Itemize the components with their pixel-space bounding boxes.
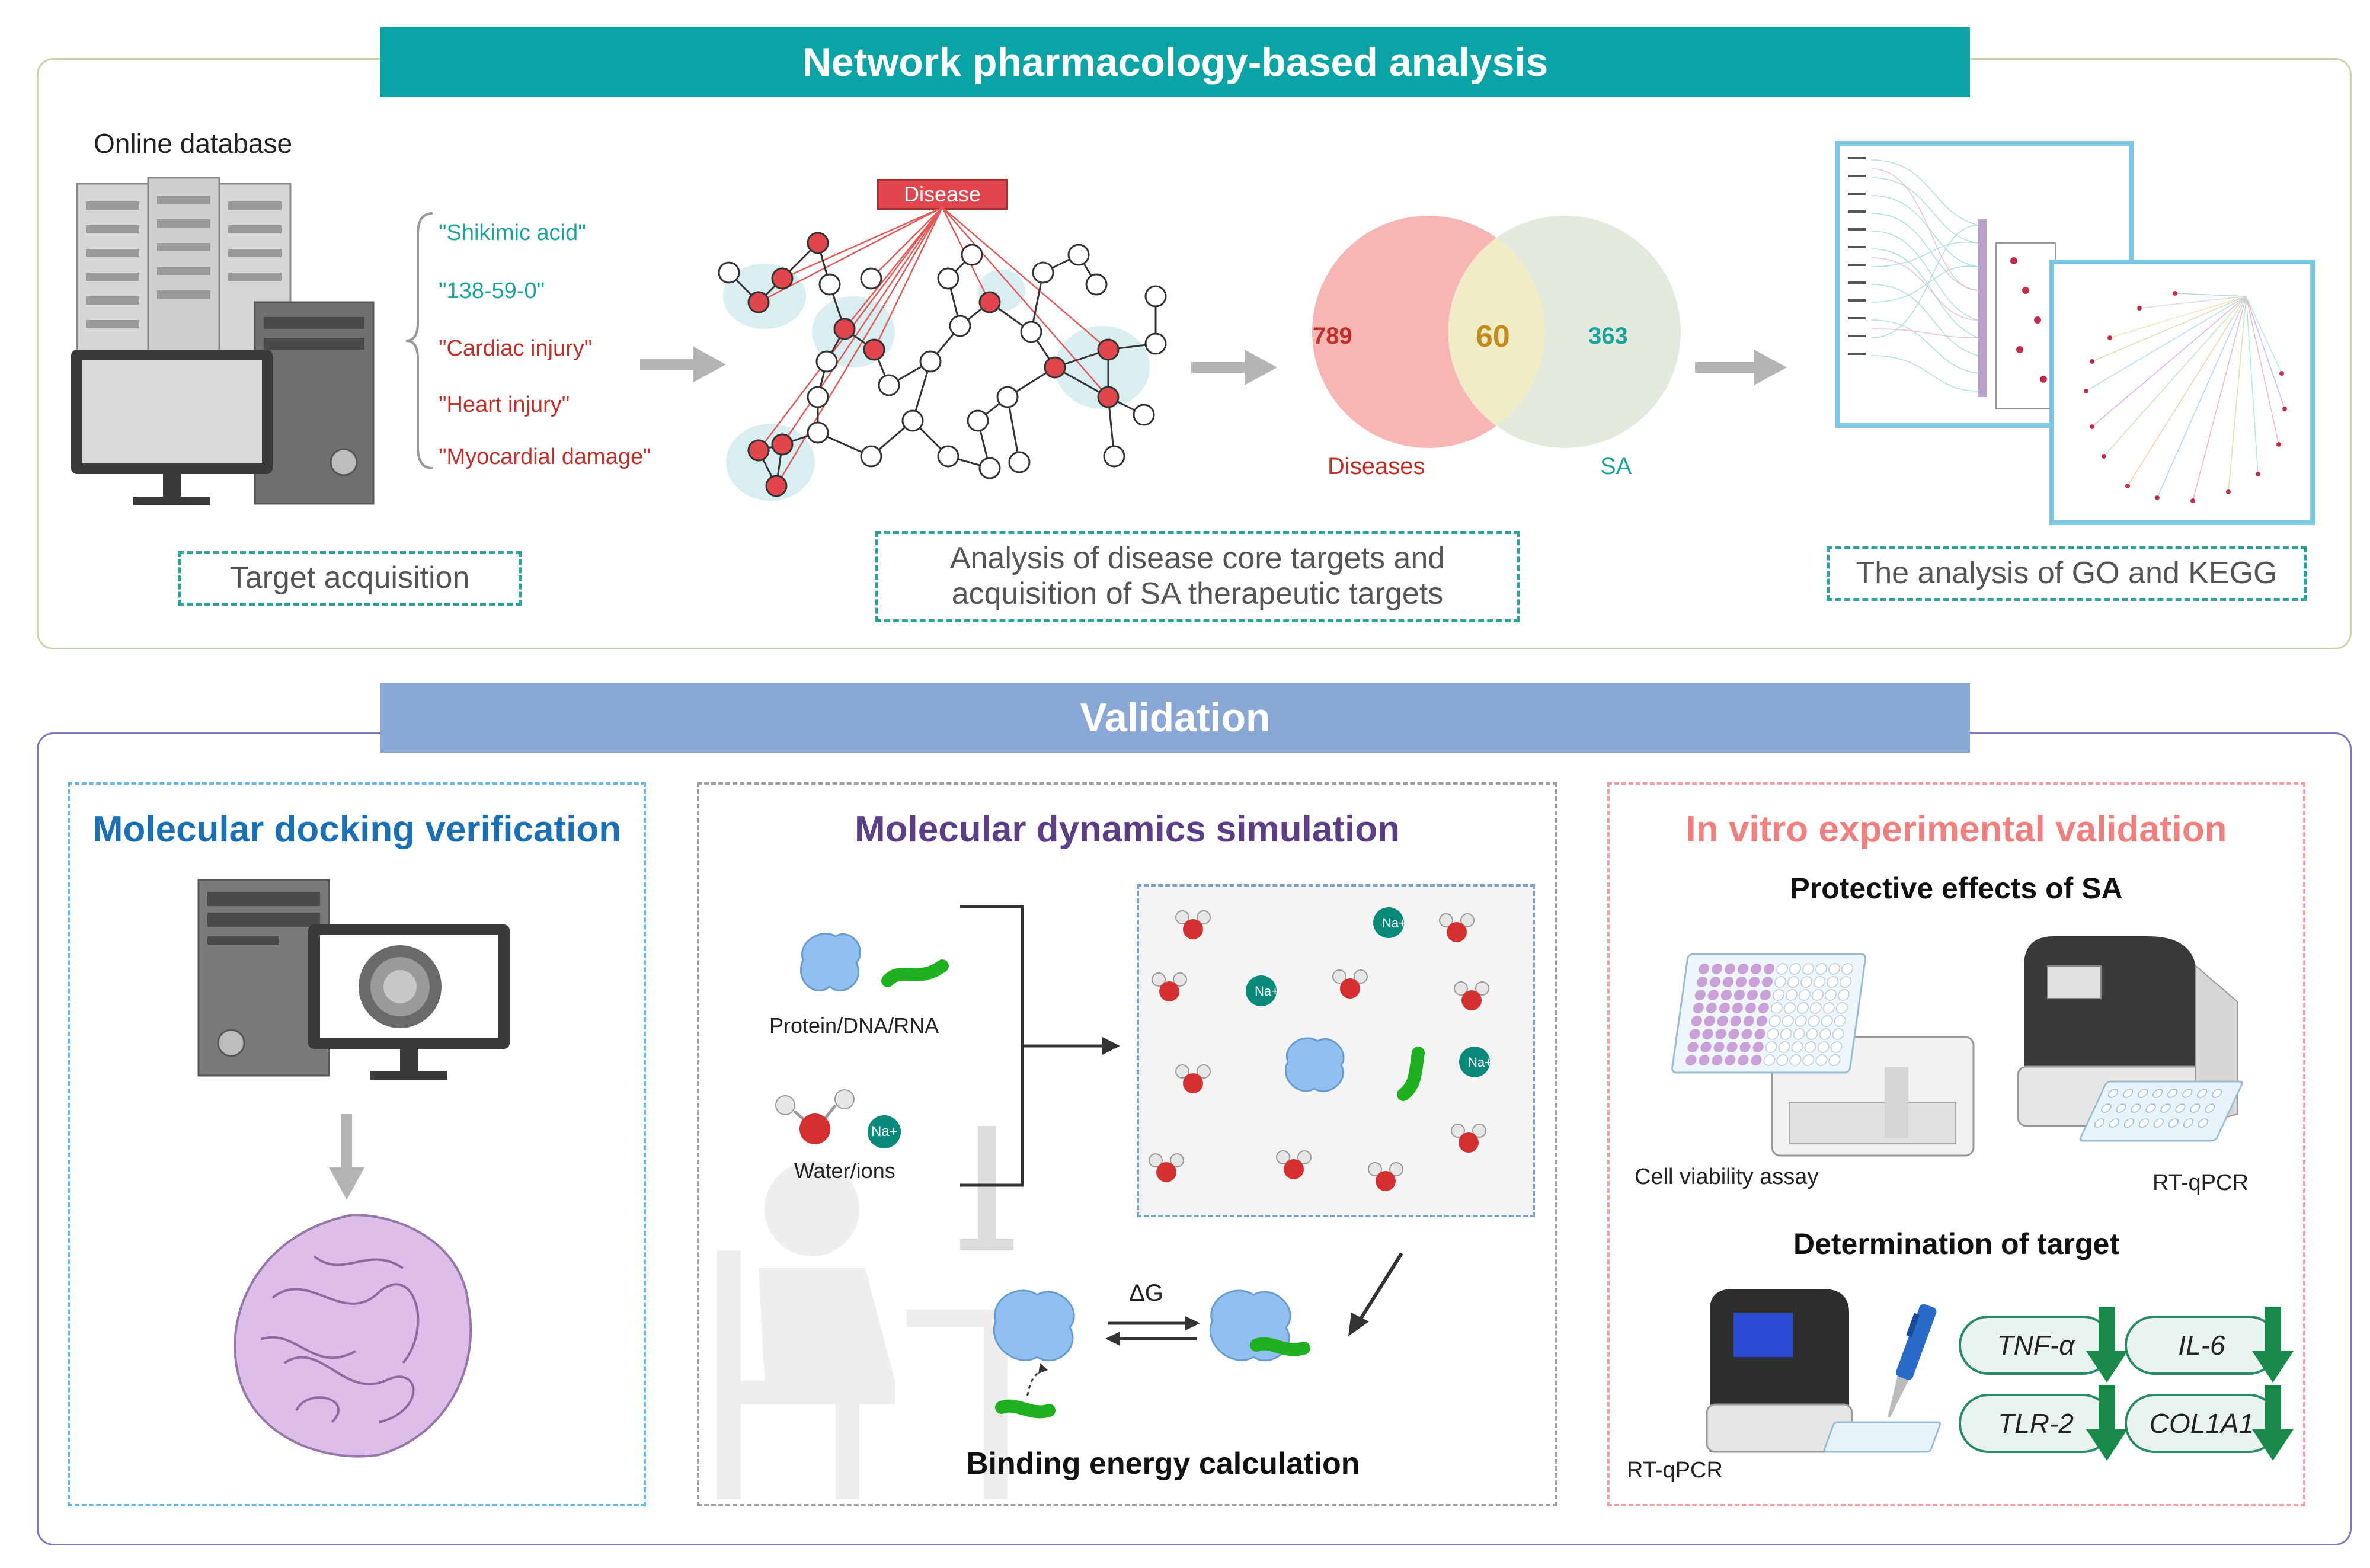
gene-badge-col1a1: COL1A1 bbox=[2125, 1394, 2279, 1453]
well-plate-reader-icon bbox=[1671, 953, 1975, 1157]
network-pharmacology-banner: Network pharmacology-based analysis bbox=[380, 27, 1970, 97]
delta-g-label: ΔG bbox=[1129, 1280, 1163, 1306]
caption-core-target-analysis: Analysis of disease core targets and acq… bbox=[875, 531, 1520, 622]
cell-viability-label: Cell viability assay bbox=[1635, 1164, 1819, 1189]
arrow-right-icon bbox=[1695, 350, 1787, 385]
sodium-ion-icon bbox=[868, 1115, 901, 1148]
md-input-bracket bbox=[960, 905, 1120, 1187]
water-molecule-icon bbox=[775, 1089, 855, 1144]
protein-dna-rna-label: Protein/DNA/RNA bbox=[769, 1013, 939, 1038]
venn-right-count: 363 bbox=[1588, 323, 1628, 349]
venn-diseases-label: Diseases bbox=[1328, 453, 1425, 479]
gene-badge-tlr2: TLR-2 bbox=[1959, 1394, 2113, 1453]
docking-title: Molecular docking verification bbox=[92, 809, 622, 850]
determination-heading: Determination of target bbox=[1793, 1227, 2120, 1260]
venn-sa-label: SA bbox=[1600, 453, 1632, 479]
protein-blob-icon bbox=[799, 933, 861, 991]
venn-overlap-count: 60 bbox=[1476, 319, 1510, 354]
binding-energy-label: Binding energy calculation bbox=[966, 1447, 1360, 1481]
keyword-shikimic-acid: "Shikimic acid" bbox=[439, 220, 586, 245]
keyword-heart-injury: "Heart injury" bbox=[439, 392, 570, 417]
keyword-cas-number: "138-59-0" bbox=[439, 279, 545, 303]
solvated-system-icon bbox=[1148, 907, 1490, 1192]
validation-banner: Validation bbox=[380, 683, 1970, 753]
disease-label-text: Disease bbox=[903, 182, 981, 206]
disease-network-graph bbox=[718, 206, 1167, 501]
network-pharmacology-title: Network pharmacology-based analysis bbox=[802, 40, 1549, 85]
gene-tnf-label: TNF-α bbox=[1997, 1330, 2075, 1361]
equilibrium-arrows-icon bbox=[1105, 1316, 1200, 1346]
protective-effects-heading: Protective effects of SA bbox=[1790, 872, 2123, 905]
pipette-and-plate-icon bbox=[1823, 1304, 1942, 1453]
sodium-ion-label: Na+ bbox=[871, 1124, 898, 1140]
md-panel: Molecular dynamics simulation bbox=[697, 782, 1557, 1506]
water-ions-label: Water/ions bbox=[794, 1159, 895, 1183]
sim-na-label-3: Na+ bbox=[1468, 1055, 1492, 1070]
caption-go-kegg-analysis: The analysis of GO and KEGG bbox=[1827, 546, 2307, 601]
gene-col1a1-label: COL1A1 bbox=[2149, 1408, 2254, 1439]
qpcr-instrument-icon bbox=[1706, 1289, 1853, 1453]
rtqpcr-label-top: RT-qPCR bbox=[2152, 1170, 2249, 1195]
unbound-protein-icon bbox=[993, 1289, 1075, 1419]
arrow-right-icon bbox=[1191, 350, 1277, 385]
docking-computer-icon bbox=[197, 879, 510, 1080]
keyword-myocardial-damage: "Myocardial damage" bbox=[439, 444, 651, 469]
vitro-title: In vitro experimental validation bbox=[1685, 809, 2227, 850]
researcher-silhouette-icon bbox=[717, 1161, 1037, 1499]
arrow-down-icon bbox=[329, 1114, 364, 1200]
docking-panel: Molecular docking verification bbox=[68, 782, 646, 1506]
sim-na-label-2: Na+ bbox=[1255, 984, 1279, 999]
down-arrow-icon bbox=[2086, 1385, 2128, 1461]
sim-na-label-1: Na+ bbox=[1382, 916, 1406, 930]
qpcr-machine-icon bbox=[2017, 936, 2243, 1142]
bound-complex-icon bbox=[1209, 1289, 1310, 1362]
caption-target-acquisition: Target acquisition bbox=[178, 551, 522, 606]
gene-badge-tnf: TNF-α bbox=[1959, 1316, 2113, 1375]
arrow-right-icon bbox=[640, 347, 726, 382]
down-arrow-icon bbox=[2252, 1385, 2294, 1461]
validation-title: Validation bbox=[1080, 695, 1271, 740]
ligand-icon bbox=[881, 959, 949, 987]
vitro-panel: In vitro experimental validation bbox=[1607, 782, 2305, 1506]
disease-label-box: Disease bbox=[877, 179, 1008, 210]
protein-structure-icon bbox=[234, 1213, 472, 1458]
rtqpcr-label-bottom: RT-qPCR bbox=[1627, 1458, 1723, 1483]
venn-left-count: 789 bbox=[1313, 323, 1352, 349]
online-database-label: Online database bbox=[94, 128, 293, 159]
venn-diagram bbox=[1312, 216, 1681, 448]
down-arrow-icon bbox=[2252, 1307, 2294, 1383]
md-title: Molecular dynamics simulation bbox=[855, 809, 1400, 850]
gene-tlr2-label: TLR-2 bbox=[1998, 1408, 2074, 1439]
server-computer-icon bbox=[71, 177, 375, 505]
down-arrow-icon bbox=[2086, 1307, 2128, 1383]
kegg-circle-plot bbox=[2049, 260, 2315, 525]
keyword-cardiac-injury: "Cardiac injury" bbox=[439, 336, 593, 361]
gene-il6-label: IL-6 bbox=[2178, 1330, 2225, 1361]
arrow-down-left-icon bbox=[1348, 1252, 1403, 1336]
keyword-bracket bbox=[405, 212, 433, 469]
